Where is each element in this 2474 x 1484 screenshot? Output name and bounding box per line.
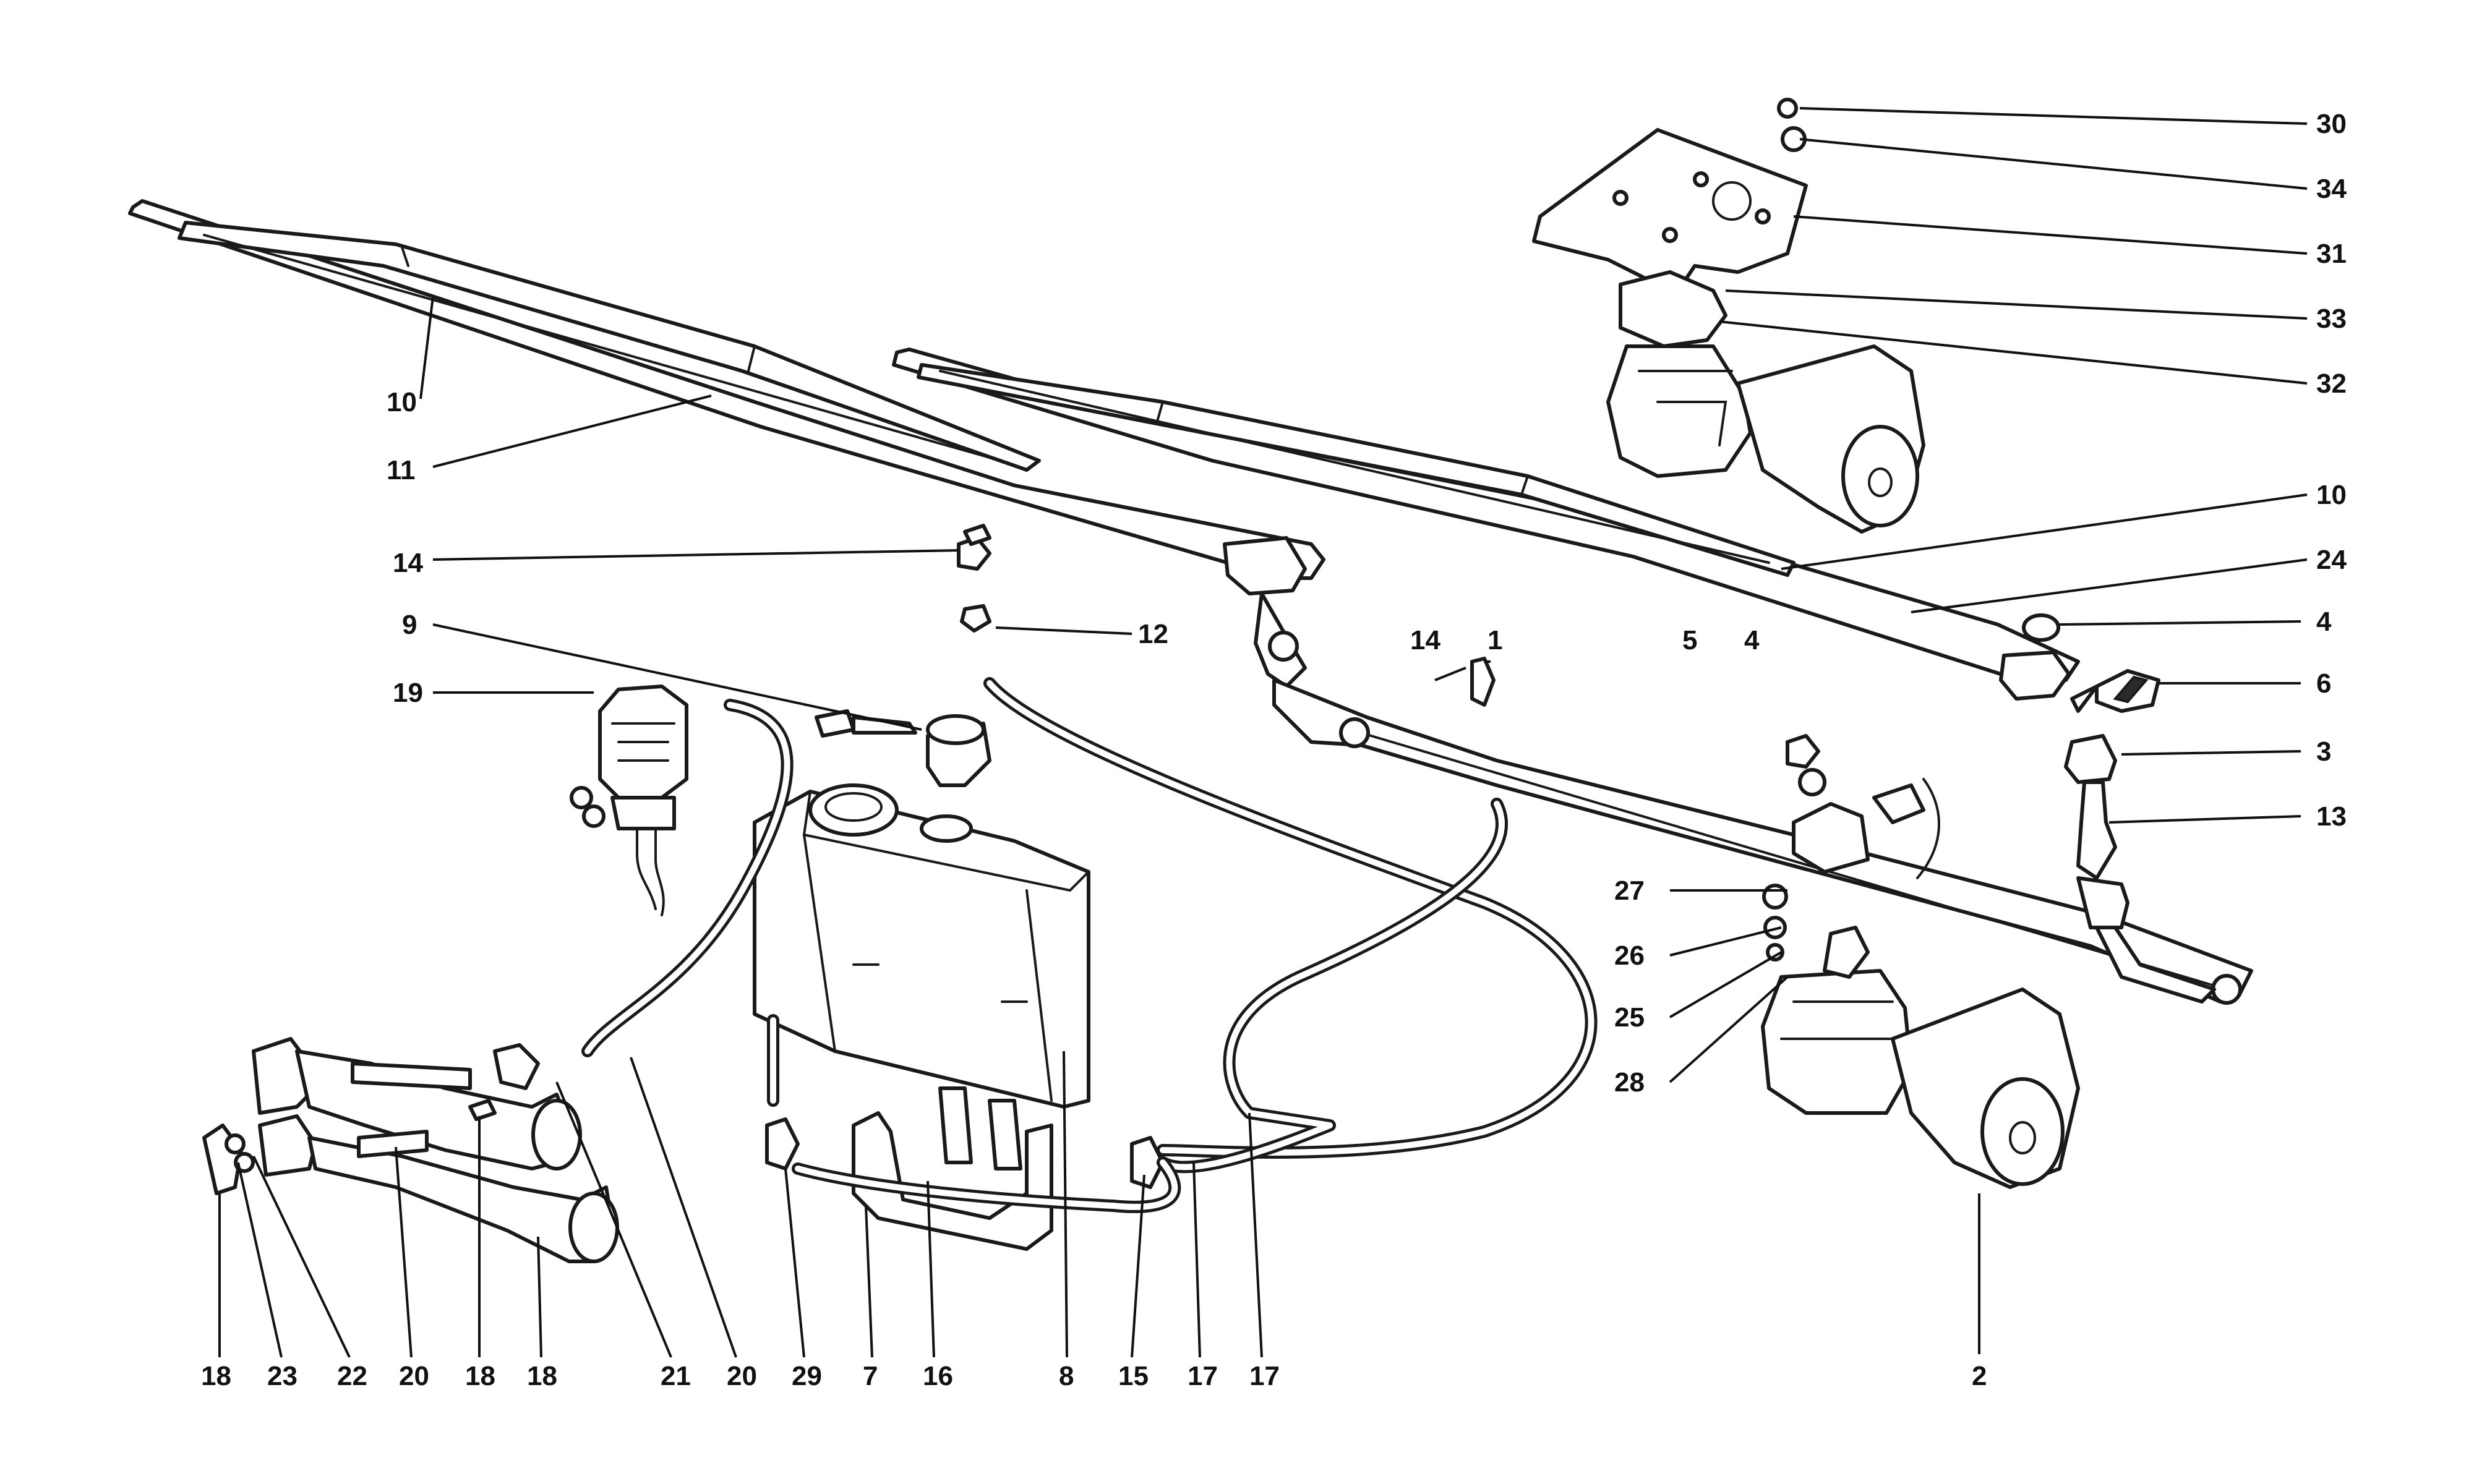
callout-33: 33: [2316, 304, 2347, 334]
callout-9: 9: [402, 610, 417, 640]
bottom-leader-lines: [218, 1051, 1263, 1358]
washer-hoses: [581, 677, 1598, 1213]
callout-4-center: 4: [1744, 625, 1760, 655]
callout-7: 7: [863, 1361, 878, 1391]
callout-4-right: 4: [2316, 607, 2332, 637]
callout-5: 5: [1682, 625, 1697, 655]
callout-3: 3: [2316, 736, 2331, 767]
callout-17-b: 17: [1249, 1361, 1280, 1391]
callout-15: 15: [1118, 1361, 1149, 1391]
washer-reservoir: [753, 709, 1090, 1251]
callout-24: 24: [2316, 545, 2347, 575]
callout-25: 25: [1614, 1002, 1645, 1033]
callout-14-left: 14: [393, 548, 423, 578]
washer-pump: [570, 684, 688, 916]
callout-2: 2: [1972, 1361, 1987, 1391]
callout-18-b: 18: [465, 1361, 495, 1391]
callout-18-c: 18: [527, 1361, 557, 1391]
small-fittings: [765, 524, 1820, 1189]
horn-assembly: [202, 1037, 619, 1263]
callout-30: 30: [2316, 109, 2347, 139]
callout-1: 1: [1487, 625, 1502, 655]
wiper-linkage: [1272, 678, 2253, 1005]
callout-6: 6: [2316, 668, 2331, 699]
leader-lines: [419, 107, 2308, 1354]
right-small-parts: [2022, 613, 2160, 713]
callout-19: 19: [393, 678, 423, 708]
callout-21: 21: [661, 1361, 691, 1391]
callout-20-b: 20: [727, 1361, 757, 1391]
callout-16: 16: [923, 1361, 953, 1391]
callout-12: 12: [1138, 619, 1168, 649]
callout-32: 32: [2316, 369, 2347, 399]
callout-20-a: 20: [399, 1361, 429, 1391]
right-wiper-assembly: [892, 348, 2080, 701]
callout-17-a: 17: [1188, 1361, 1218, 1391]
callout-10-left: 10: [387, 387, 417, 417]
callout-26: 26: [1614, 940, 1645, 971]
callout-34: 34: [2316, 174, 2347, 204]
upper-wiper-motor: [1532, 98, 1925, 534]
callout-10-right: 10: [2316, 480, 2347, 510]
callout-18-a: 18: [201, 1361, 231, 1391]
callout-11: 11: [387, 455, 416, 485]
callout-13: 13: [2316, 801, 2347, 832]
callout-29: 29: [792, 1361, 822, 1391]
callout-28: 28: [1614, 1067, 1645, 1098]
callout-8: 8: [1059, 1361, 1074, 1391]
callout-31: 31: [2316, 239, 2347, 269]
callout-23: 23: [267, 1361, 297, 1391]
callout-22: 22: [337, 1361, 367, 1391]
callout-labels: 30 34 31 33 32 10 11 10 24 14 12 4 9 14 …: [201, 109, 2347, 1391]
lower-wiper-motor: [1761, 768, 2080, 1189]
callout-27: 27: [1614, 876, 1645, 906]
left-wiper-assembly: [128, 199, 1325, 688]
callout-14-center: 14: [1410, 625, 1440, 655]
